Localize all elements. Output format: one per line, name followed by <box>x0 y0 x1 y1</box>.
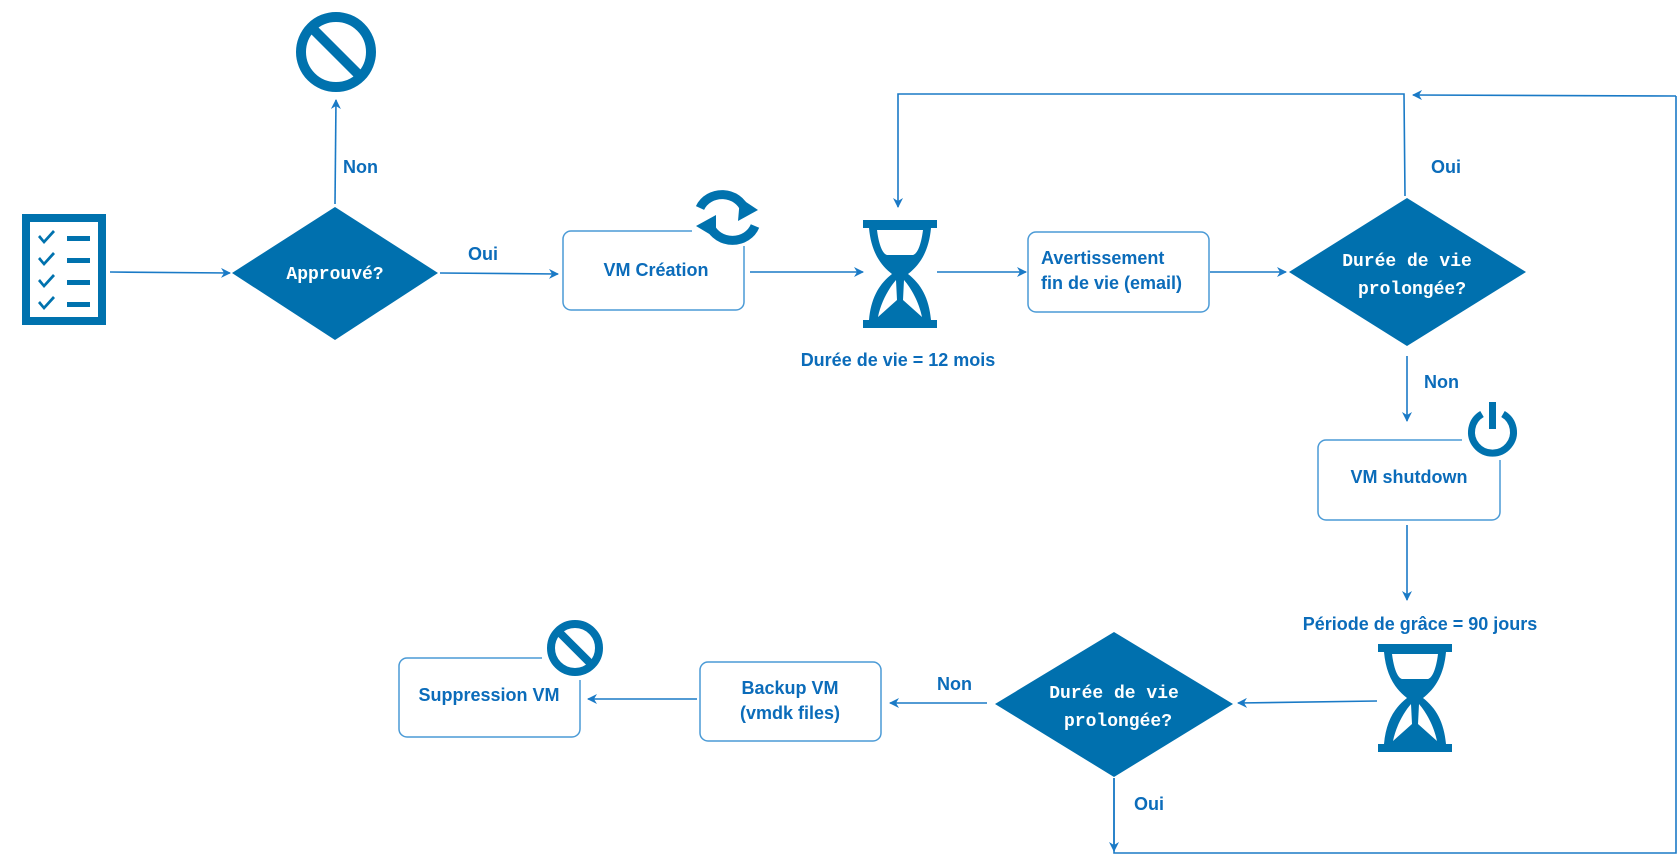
forbidden-icon <box>296 12 376 92</box>
edge-approved-to-vm-creation <box>439 268 559 279</box>
decision-approved-label: Approuvé? <box>286 265 383 285</box>
process-end-of-life-warning: Avertissement fin de vie (email) <box>1027 231 1210 313</box>
grace-period-label: Période de grâce = 90 jours <box>1303 614 1538 634</box>
edge-label-extended-1-no: Non <box>1424 372 1459 392</box>
decision-extended-1-line2: prolongée? <box>1358 280 1466 300</box>
process-warning-label-line2: fin de vie (email) <box>1041 273 1182 293</box>
refresh-icon <box>692 190 762 246</box>
edge-label-extended-2-yes: Oui <box>1134 794 1164 814</box>
forbidden-icon <box>542 620 606 680</box>
edge-label-extended-1-yes: Oui <box>1431 157 1461 177</box>
edge-approved-to-rejected <box>330 99 341 205</box>
edge-label-approved-yes: Oui <box>468 244 498 264</box>
edge-label-extended-2-no: Non <box>937 674 972 694</box>
edge-label-approved-no: Non <box>343 157 378 177</box>
edge-grace-to-extended-2 <box>1237 697 1378 708</box>
decision-lifetime-extended-2: Durée de vie prolongée? <box>995 632 1233 777</box>
decision-approved: Approuvé? <box>232 207 438 340</box>
process-vm-deletion-label: Suppression VM <box>418 685 559 705</box>
process-vm-deletion: Suppression VM <box>398 657 581 738</box>
process-warning-label-line1: Avertissement <box>1041 248 1164 268</box>
process-vm-shutdown: VM shutdown <box>1317 439 1501 521</box>
hourglass-icon <box>863 220 937 328</box>
edge-loop-return-arrow <box>1412 90 1677 101</box>
process-backup-label-line1: Backup VM <box>741 678 838 698</box>
checklist-icon <box>22 214 106 325</box>
power-icon <box>1462 398 1522 460</box>
decision-extended-1-line1: Durée de vie <box>1342 252 1472 272</box>
decision-lifetime-extended-1: Durée de vie prolongée? <box>1289 198 1526 346</box>
hourglass-icon <box>1378 644 1452 752</box>
process-vm-creation-label: VM Création <box>603 260 708 280</box>
process-backup-label-line2: (vmdk files) <box>740 703 840 723</box>
process-vm-shutdown-label: VM shutdown <box>1351 467 1468 487</box>
lifetime-label: Durée de vie = 12 mois <box>801 350 996 370</box>
process-backup-vm: Backup VM (vmdk files) <box>699 661 882 742</box>
process-vm-creation: VM Création <box>562 230 745 311</box>
edge-request-to-approved <box>109 267 231 278</box>
decision-extended-2-line2: prolongée? <box>1064 712 1172 732</box>
edge-extended-1-yes-loop <box>893 93 1406 208</box>
decision-extended-2-line1: Durée de vie <box>1049 684 1179 704</box>
